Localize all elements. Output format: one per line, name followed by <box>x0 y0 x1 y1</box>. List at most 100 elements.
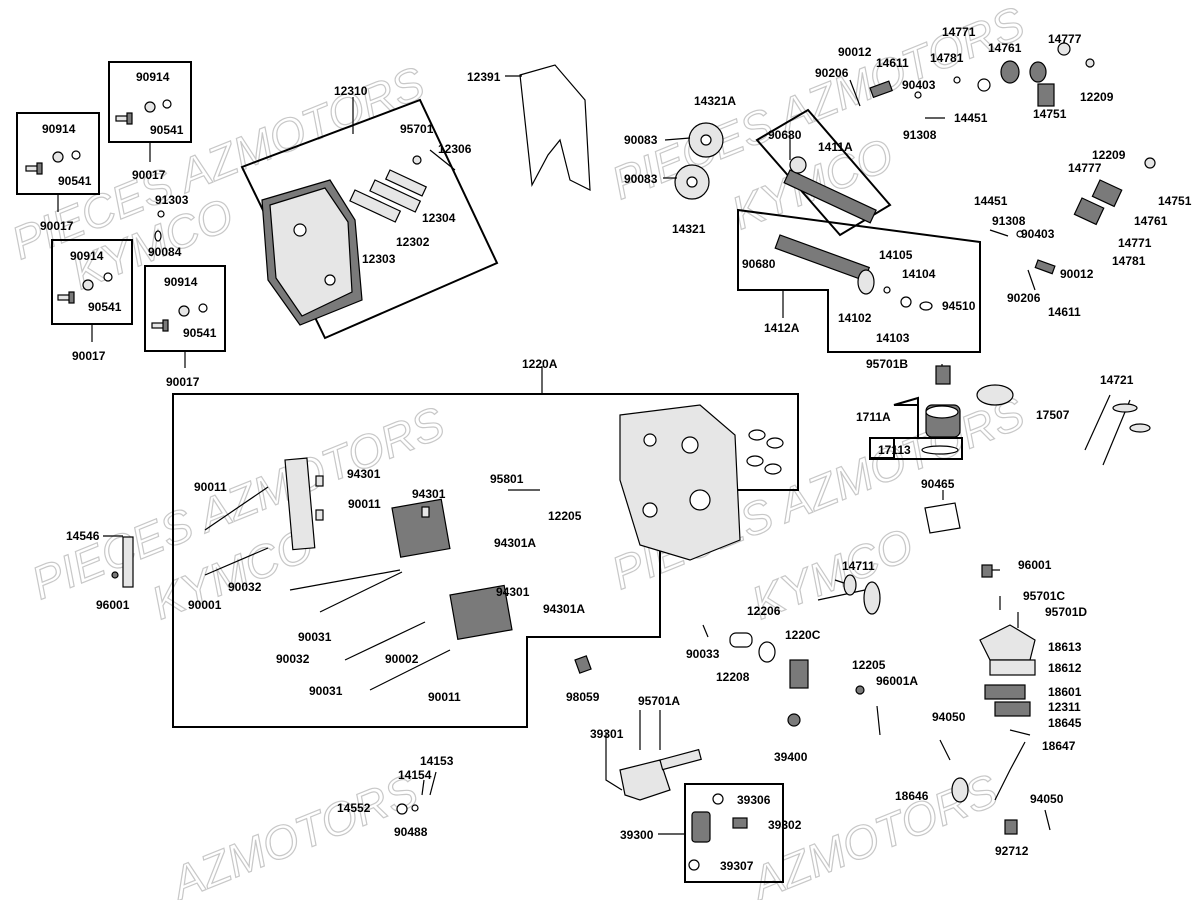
part-label-90012: 90012 <box>838 45 872 59</box>
part-label-39300: 39300 <box>620 828 654 842</box>
part-label-94050: 94050 <box>932 710 966 724</box>
part-label-17113: 17113 <box>878 443 911 457</box>
bolt-kit-c <box>51 239 133 342</box>
camshaft-1411A <box>755 108 892 237</box>
part-label-90084: 90084 <box>148 245 182 259</box>
part-label-90914: 90914 <box>164 275 198 289</box>
part-label-12306: 12306 <box>438 142 472 156</box>
part-label-39400: 39400 <box>774 750 808 764</box>
part-label-14761: 14761 <box>988 41 1022 55</box>
part-label-12391: 12391 <box>467 70 501 84</box>
part-label-18601: 18601 <box>1048 685 1082 699</box>
part-label-12208: 12208 <box>716 670 750 684</box>
part-label-90017: 90017 <box>166 375 200 389</box>
bolt-kit-b <box>16 112 100 212</box>
part-label-12205: 12205 <box>548 509 582 523</box>
part-label-90206: 90206 <box>815 66 849 80</box>
part-label-12206: 12206 <box>747 604 781 618</box>
part-label-90017: 90017 <box>40 219 74 233</box>
part-label-14777: 14777 <box>1048 32 1082 46</box>
part-label-90541: 90541 <box>183 326 217 340</box>
part-label-14721: 14721 <box>1100 373 1134 387</box>
part-label-90032: 90032 <box>276 652 310 666</box>
part-label-14761: 14761 <box>1134 214 1168 228</box>
part-label-12209: 12209 <box>1092 148 1126 162</box>
camshaft-1412A <box>737 208 981 353</box>
part-label-90031: 90031 <box>309 684 343 698</box>
part-label-90011: 90011 <box>428 690 461 704</box>
part-label-94301: 94301 <box>347 467 381 481</box>
part-label-95701D: 95701D <box>1045 605 1087 619</box>
part-label-95801: 95801 <box>490 472 524 486</box>
part-label-12209: 12209 <box>1080 90 1114 104</box>
part-label-14321: 14321 <box>672 222 706 236</box>
part-label-14751: 14751 <box>1033 107 1067 121</box>
part-label-90488: 90488 <box>394 825 428 839</box>
bolt-kit-d <box>144 265 226 368</box>
part-label-95701B: 95701B <box>866 357 908 371</box>
part-label-12304: 12304 <box>422 211 456 225</box>
part-label-90541: 90541 <box>58 174 92 188</box>
part-label-14611: 14611 <box>876 56 909 70</box>
cylinder-head-assembly <box>172 366 799 728</box>
part-label-94301: 94301 <box>412 487 446 501</box>
part-label-14611: 14611 <box>1048 305 1081 319</box>
part-label-90031: 90031 <box>298 630 332 644</box>
gasket-12391 <box>505 64 591 191</box>
part-label-14711: 14711 <box>842 559 875 573</box>
head-cover-group <box>240 97 499 340</box>
part-label-96001: 96001 <box>1018 558 1052 572</box>
part-label-12311: 12311 <box>1048 700 1081 714</box>
part-label-92712: 92712 <box>995 844 1029 858</box>
cam-sprockets <box>663 122 724 200</box>
part-label-90083: 90083 <box>624 133 658 147</box>
part-label-91308: 91308 <box>903 128 937 142</box>
part-label-12310: 12310 <box>334 84 368 98</box>
part-label-94301A: 94301A <box>494 536 536 550</box>
part-label-18613: 18613 <box>1048 640 1082 654</box>
part-label-14771: 14771 <box>1118 236 1152 250</box>
part-label-12205: 12205 <box>852 658 886 672</box>
part-label-14321A: 14321A <box>694 94 736 108</box>
part-label-90914: 90914 <box>136 70 170 84</box>
part-label-14751: 14751 <box>1158 194 1192 208</box>
valve-train-upper <box>849 42 1095 119</box>
part-label-14552: 14552 <box>337 801 371 815</box>
part-label-39307: 39307 <box>720 859 754 873</box>
intake-manifold <box>869 364 1014 460</box>
part-label-90541: 90541 <box>88 300 122 314</box>
part-label-14105: 14105 <box>879 248 913 262</box>
part-label-98059: 98059 <box>566 690 600 704</box>
part-label-12302: 12302 <box>396 235 430 249</box>
part-label-1411A: 1411A <box>818 140 853 154</box>
valves-14721 <box>1084 394 1151 466</box>
part-label-90465: 90465 <box>921 477 955 491</box>
part-label-95701C: 95701C <box>1023 589 1065 603</box>
part-label-18647: 18647 <box>1042 739 1076 753</box>
part-label-90017: 90017 <box>72 349 106 363</box>
chain-guide <box>103 535 134 588</box>
part-label-96001A: 96001A <box>876 674 918 688</box>
part-label-90541: 90541 <box>150 123 184 137</box>
egr-assembly <box>939 564 1051 835</box>
part-label-90206: 90206 <box>1007 291 1041 305</box>
part-label-96001: 96001 <box>96 598 130 612</box>
part-label-17507: 17507 <box>1036 408 1070 422</box>
part-label-94301: 94301 <box>496 585 530 599</box>
part-label-14777: 14777 <box>1068 161 1102 175</box>
part-label-1711A: 1711A <box>856 410 891 424</box>
misc-lower-parts <box>574 574 881 736</box>
part-label-90083: 90083 <box>624 172 658 186</box>
part-label-39301: 39301 <box>590 727 624 741</box>
part-label-18612: 18612 <box>1048 661 1082 675</box>
part-label-14781: 14781 <box>930 51 964 65</box>
part-label-90680: 90680 <box>768 128 802 142</box>
part-label-90403: 90403 <box>902 78 936 92</box>
part-label-90001: 90001 <box>188 598 222 612</box>
part-label-95701A: 95701A <box>638 694 680 708</box>
part-label-90002: 90002 <box>385 652 419 666</box>
part-label-14102: 14102 <box>838 311 872 325</box>
part-label-14771: 14771 <box>942 25 976 39</box>
